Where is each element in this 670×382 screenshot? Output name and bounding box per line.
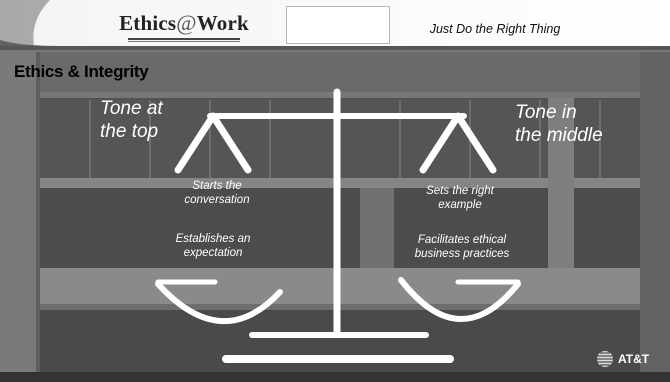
left-item-1-line1: Starts the [192,180,242,192]
right-heading-line2: the middle [515,125,603,146]
globe-logo-icon [597,351,613,367]
logo-text-ethics: Ethics [119,10,177,35]
right-item-2: Facilitates ethical business practices [400,233,524,261]
scale-left-hanger [174,112,252,174]
tagline: Just Do the Right Thing [429,22,561,36]
slide-title: Ethics & Integrity [14,62,149,81]
right-item-1-line1: Sets the right [426,185,494,197]
left-item-2-line2: expectation [183,247,243,259]
right-item-1: Sets the right example [410,184,510,212]
ethics-at-work-logo: Ethics@Work [119,9,249,37]
left-item-1-line2: conversation [184,194,250,206]
brand-name: AT&T [618,352,650,366]
right-item-2-line1: Facilitates ethical [417,234,507,246]
logo-text-work: Work [196,10,249,35]
left-heading: Tone at the top [100,97,163,143]
left-heading-line1: Tone at [100,98,163,119]
att-brand: AT&T [596,350,649,368]
left-item-2-line1: Establishes an [175,233,251,245]
scale-right-pan [398,277,521,322]
right-heading-line1: Tone in [515,102,577,123]
left-heading-line2: the top [100,121,159,142]
scale-right-hanger [419,112,497,174]
logo-at-symbol: @ [176,10,197,35]
right-item-1-line2: example [438,199,482,211]
logo-underline-thin [128,41,240,42]
left-item-1: Starts the conversation [167,179,267,207]
header-white-box [286,6,390,44]
right-heading: Tone in the middle [515,101,603,147]
logo-underline [128,38,240,40]
scale-left-pan [155,281,283,325]
right-item-2-line2: business practices [414,248,510,260]
left-item-2: Establishes an expectation [158,232,268,260]
